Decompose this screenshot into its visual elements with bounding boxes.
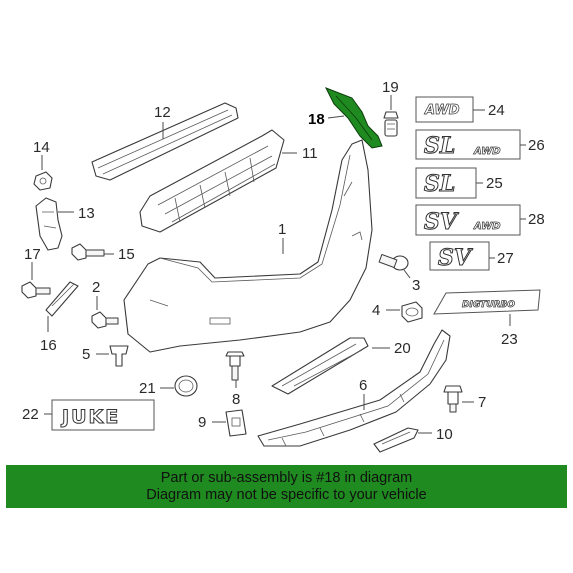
callout-28: 28 xyxy=(528,211,545,228)
part-15-bolt xyxy=(71,243,105,261)
svg-text:SV: SV xyxy=(424,209,459,235)
badge-28-sv-awd: SV AWD xyxy=(415,204,521,236)
part-19-clip xyxy=(383,111,399,137)
callout-11: 11 xyxy=(302,145,318,162)
callout-14: 14 xyxy=(33,139,50,156)
part-7-clip xyxy=(443,385,463,413)
badge-25-sl: SL xyxy=(415,167,477,199)
svg-text:SL: SL xyxy=(424,133,455,159)
callout-3: 3 xyxy=(412,277,420,294)
part-21-cap xyxy=(174,375,198,397)
badge-27-sv: SV xyxy=(429,241,490,272)
callout-23: 23 xyxy=(501,331,518,348)
part-2-bolt xyxy=(91,311,119,329)
callout-21: 21 xyxy=(139,380,156,397)
highlighted-part xyxy=(324,87,383,149)
part-16-strip xyxy=(45,281,79,317)
callout-13: 13 xyxy=(78,205,95,222)
callout-7: 7 xyxy=(478,394,486,411)
part-3-grommet xyxy=(378,254,409,271)
svg-text:AWD: AWD xyxy=(473,146,501,157)
svg-text:SL: SL xyxy=(424,171,455,197)
svg-text:DIGTURBO: DIGTURBO xyxy=(462,300,515,310)
notice-banner: Part or sub-assembly is #18 in diagram D… xyxy=(6,465,567,508)
badge-23-digturbo: DIGTURBO xyxy=(433,289,541,315)
part-8-bolt xyxy=(225,351,245,381)
callout-10: 10 xyxy=(436,426,453,443)
svg-text:AWD: AWD xyxy=(473,221,501,232)
callout-22: 22 xyxy=(22,406,39,423)
part-10-trim-strip xyxy=(373,427,419,453)
part-9-bracket xyxy=(225,409,247,437)
badge-24-awd: AWD xyxy=(415,96,474,123)
part-6-lower-valance xyxy=(257,329,451,447)
badge-22-juke: JUKE xyxy=(51,399,155,431)
part-17-bolt xyxy=(21,281,51,299)
callout-9: 9 xyxy=(198,414,206,431)
callout-19: 19 xyxy=(382,79,399,96)
callout-6: 6 xyxy=(359,377,367,394)
callout-5: 5 xyxy=(82,346,90,363)
callout-12: 12 xyxy=(154,104,171,121)
callout-20: 20 xyxy=(394,340,411,357)
part-13-side-bracket xyxy=(35,197,63,251)
svg-text:JUKE: JUKE xyxy=(60,406,120,428)
part-18-bracket-highlighted xyxy=(324,87,383,149)
part-11-energy-absorber xyxy=(139,129,285,233)
notice-line-2: Diagram may not be specific to your vehi… xyxy=(146,487,427,503)
part-20-reflector xyxy=(271,337,369,395)
callout-16: 16 xyxy=(40,337,57,354)
callout-18: 18 xyxy=(308,111,325,128)
callout-24: 24 xyxy=(488,102,505,119)
callout-25: 25 xyxy=(486,175,503,192)
svg-text:SV: SV xyxy=(438,245,473,271)
svg-text:AWD: AWD xyxy=(424,103,460,118)
callout-27: 27 xyxy=(497,250,514,267)
callout-17: 17 xyxy=(24,246,41,263)
callout-26: 26 xyxy=(528,137,545,154)
callout-1: 1 xyxy=(278,221,286,238)
part-1-bumper-cover xyxy=(123,139,373,353)
part-5-clip xyxy=(109,345,129,367)
callout-4: 4 xyxy=(372,302,380,319)
part-14-nut xyxy=(33,171,53,191)
badge-26-sl-awd: SL AWD xyxy=(415,129,521,160)
notice-line-1: Part or sub-assembly is #18 in diagram xyxy=(160,470,413,486)
part-4-plug xyxy=(401,301,423,323)
callout-2: 2 xyxy=(92,279,100,296)
callout-15: 15 xyxy=(118,246,135,263)
callout-8: 8 xyxy=(232,391,240,408)
